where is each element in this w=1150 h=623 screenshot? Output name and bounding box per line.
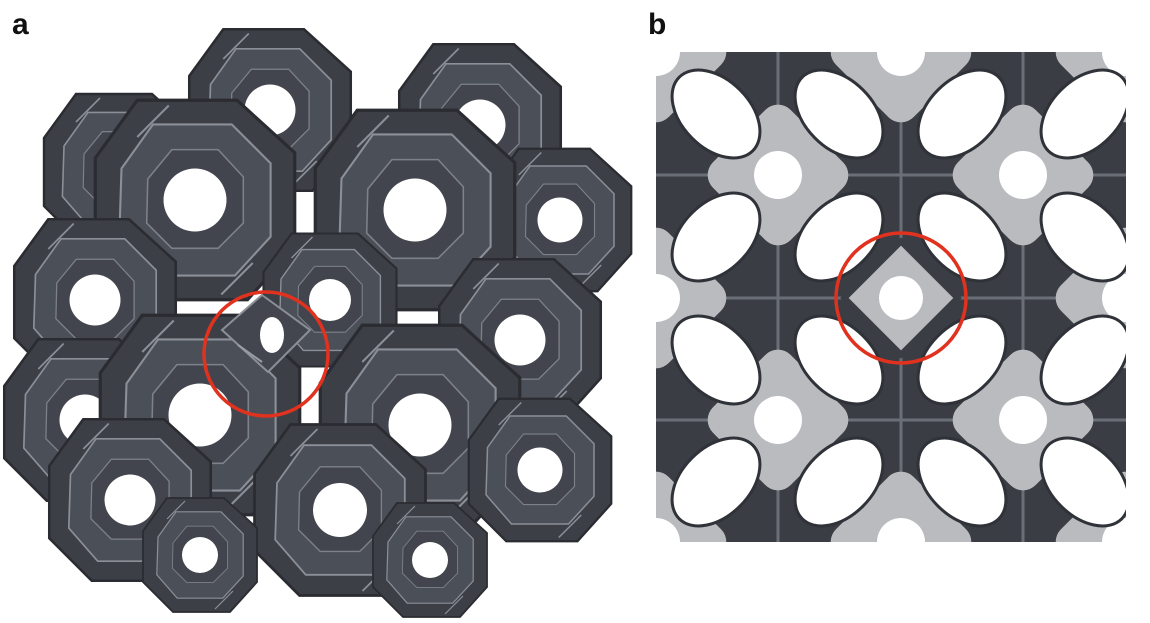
central-unit-cell bbox=[220, 293, 312, 374]
lattice-3d-view bbox=[2, 27, 633, 618]
central-unit-cell-top bbox=[840, 237, 962, 359]
panel-label-a: a bbox=[12, 8, 29, 41]
highlight-circle-b bbox=[834, 231, 968, 365]
highlight-circle-a bbox=[202, 290, 330, 418]
panel-label-b: b bbox=[648, 8, 667, 41]
lattice-top-view bbox=[656, 52, 1126, 542]
